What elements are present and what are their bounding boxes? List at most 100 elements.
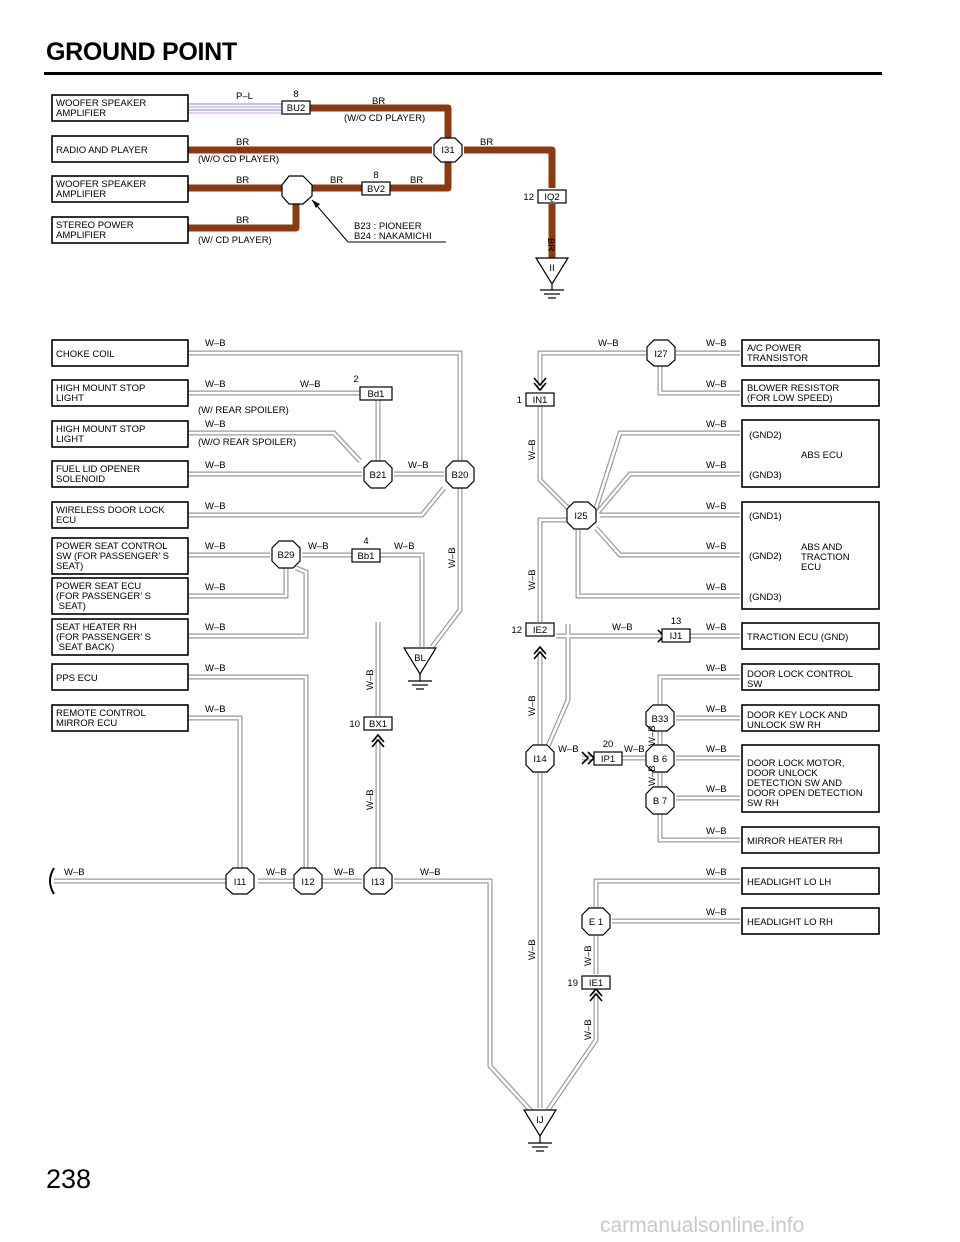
component-box	[51, 135, 189, 163]
wire-label-br: BR	[480, 137, 493, 148]
pin-iq2: 12	[523, 192, 534, 203]
note-nakamichi: B24 : NAKAMICHI	[354, 231, 432, 242]
pin-bd1: 2	[353, 374, 358, 385]
junction-b20	[445, 460, 475, 489]
component-label: MIRROR HEATER RH	[747, 836, 842, 847]
ground-ij-label: IJ	[536, 1115, 544, 1126]
wire-label-wb: W–B	[706, 907, 727, 918]
junction-e1	[581, 907, 611, 936]
component-box	[51, 379, 189, 407]
component-box	[51, 175, 189, 203]
wire-label-wb: W–B	[205, 704, 226, 715]
component-box	[51, 577, 189, 615]
connector-iq2	[537, 189, 567, 204]
connector-ip1-label: IP1	[601, 754, 615, 765]
wire-label-wb: W–B	[394, 541, 415, 552]
connector-ip1	[593, 751, 623, 766]
wire-label-wb: W–B	[706, 704, 727, 715]
br-wires	[188, 104, 556, 258]
chevron-down-icon	[533, 382, 547, 392]
junction-e1-label: E 1	[589, 917, 603, 928]
wire-label-wb: W–B	[205, 379, 226, 390]
wire-label-wb: W–B	[706, 419, 727, 430]
wire-label-wb: W–B	[647, 765, 658, 786]
audio-ground-section: BU2 8 BV2 8 IQ2 12 I31 B23 : PIONEER B24…	[188, 89, 570, 299]
component-box	[741, 826, 880, 854]
pin-ip1: 20	[603, 739, 614, 750]
wire-label-br: BR	[236, 175, 249, 186]
connector-ij1-label: IJ1	[670, 631, 683, 642]
junction-b29-label: B29	[278, 550, 295, 561]
page-number: 238	[46, 1164, 92, 1194]
wire-label-wb: W–B	[647, 725, 658, 746]
junction-i13-label: I13	[371, 877, 384, 888]
connector-ie1	[581, 975, 611, 990]
note-wo-cd-1: (W/O CD PLAYER)	[344, 113, 425, 124]
connector-ie1-label: IE1	[589, 978, 603, 989]
wb-junction-labels: B21 B20 B29 I27 I25 B33 B 6 B 7 I14 E 1 …	[234, 349, 669, 928]
ground-bl	[402, 647, 438, 676]
wire-label-wb: W–B	[706, 826, 727, 837]
component-label: HEADLIGHT LO LH	[747, 877, 831, 888]
component-box	[741, 704, 880, 732]
junction-b7-label: B 7	[653, 796, 667, 807]
wire-label-wb: W–B	[706, 663, 727, 674]
ground-symbol-icon	[528, 1136, 552, 1152]
component-label: PPS ECU	[56, 673, 98, 684]
component-label: RADIO AND PLAYER	[56, 145, 148, 156]
component-label: SEAT HEATER RH(FOR PASSENGER’ S SEAT BAC…	[56, 622, 151, 653]
wb-junctions	[225, 339, 676, 936]
junction-b33	[645, 704, 675, 732]
wire-label-wb: W–B	[64, 867, 85, 878]
note-w-cd: (W/ CD PLAYER)	[198, 235, 272, 246]
wire-label-wb: W–B	[706, 784, 727, 795]
junction-b20-label: B20	[452, 470, 469, 481]
wire-label-wb: W–B	[527, 695, 538, 716]
junction-b6-label: B 6	[653, 754, 667, 765]
connector-bb1	[351, 548, 381, 563]
connector-in1	[525, 392, 555, 407]
connector-bv2-label: BV2	[367, 184, 385, 195]
chevron-up-icon	[371, 738, 385, 748]
chevron-down-icon	[533, 377, 547, 387]
wire-label-wb: W–B	[447, 547, 458, 568]
wire-label-wb: W–B	[205, 622, 226, 633]
pin-bb1: 4	[363, 536, 368, 547]
wire-label-wb: W–B	[420, 867, 441, 878]
pl-wire	[188, 103, 282, 114]
wire-label-br: BR	[372, 96, 385, 107]
wire-label-br: BR	[330, 175, 343, 186]
component-box	[741, 379, 880, 407]
leader-arrow	[312, 200, 320, 208]
chevron-up-icon	[371, 733, 385, 743]
chevron-up-icon	[533, 650, 547, 660]
wire-label-wb: W–B	[598, 338, 619, 349]
component-box	[51, 460, 189, 488]
connector-bx1-label: BX1	[369, 719, 387, 730]
gnd-terminal: (GND3)	[749, 470, 782, 481]
component-box	[741, 744, 880, 813]
title-rule	[44, 72, 882, 75]
wire-label-br: BR	[236, 215, 249, 226]
wire-label-wb: W–B	[624, 744, 645, 755]
connector-in1-label: IN1	[533, 395, 548, 406]
pin-ie1: 19	[567, 978, 578, 989]
wire-label-wb: W–B	[365, 789, 376, 810]
wire-label-br: BR	[236, 137, 249, 148]
ground-symbol-icon	[408, 674, 432, 690]
component-box	[51, 339, 189, 367]
wb-connectors: Bd1 2 Bb1 4 BX1 10 IN1 1 IE2 12 IJ1 13 I…	[349, 374, 691, 990]
right-component-boxes	[741, 339, 880, 935]
wire-label-wb: W–B	[334, 867, 355, 878]
connector-ie2	[525, 622, 555, 637]
junction-i11-label: I11	[234, 877, 247, 888]
pin-ij1: 13	[671, 616, 682, 627]
junction-i13	[363, 867, 393, 895]
wire-label-br: BR	[410, 175, 423, 186]
